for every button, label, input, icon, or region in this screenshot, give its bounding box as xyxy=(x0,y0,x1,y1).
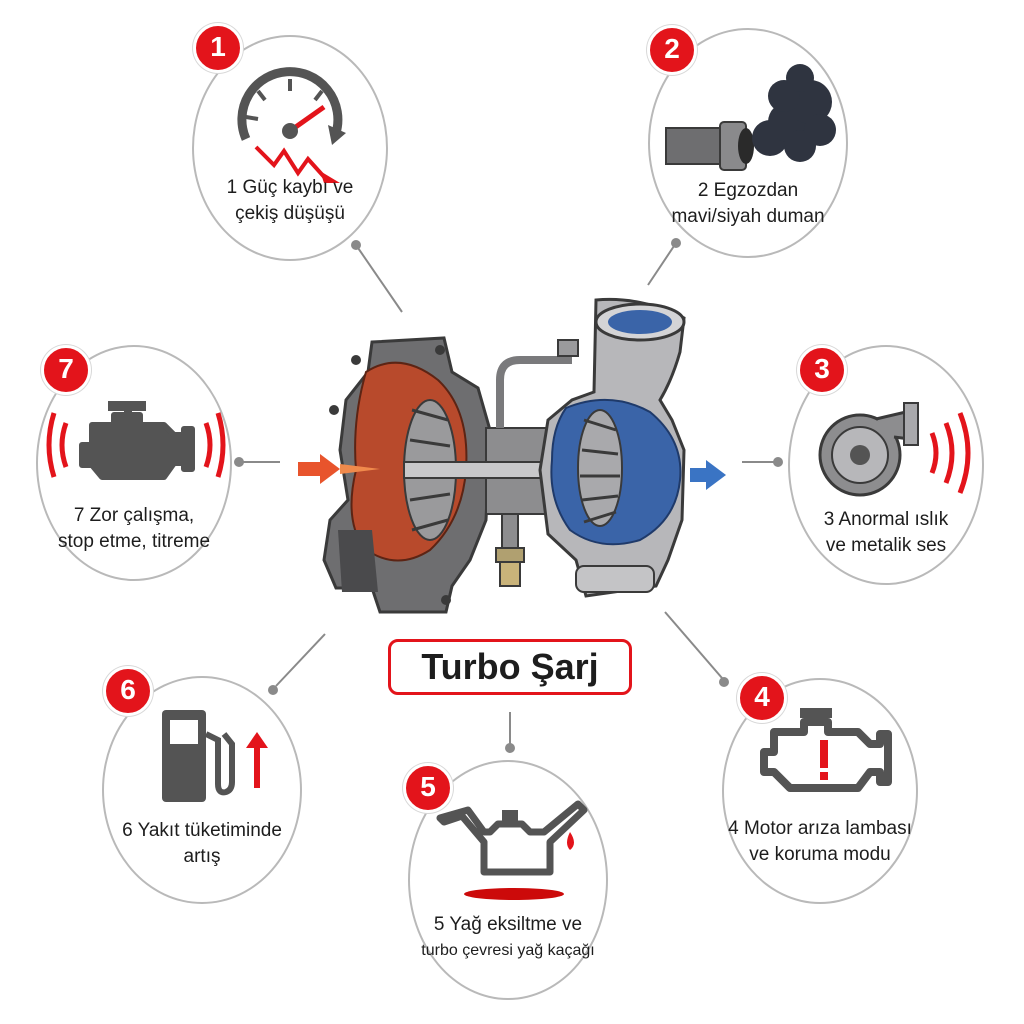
compressor-housing xyxy=(538,297,686,598)
exhaust-smoke-icon xyxy=(665,64,836,171)
badge-4: 4 xyxy=(737,673,787,723)
fuel-pump-up-icon xyxy=(162,710,268,802)
badge-2: 2 xyxy=(647,25,697,75)
symptom-label-7: 7 Zor çalışma,stop etme, titreme xyxy=(57,505,211,552)
gauge-drop-icon xyxy=(237,67,346,183)
turbo-noise-icon xyxy=(818,402,971,497)
badge-7: 7 xyxy=(41,345,91,395)
compressed-air-outlet-arrow xyxy=(690,460,726,490)
badge-5: 5 xyxy=(403,763,453,813)
badge-3: 3 xyxy=(797,345,847,395)
exhaust-inlet-arrow xyxy=(298,454,380,484)
engine-warning-icon xyxy=(760,708,892,792)
oil-can-leak-icon xyxy=(436,800,588,900)
badge-6: 6 xyxy=(103,666,153,716)
engine-vibration-icon xyxy=(46,401,226,480)
page-title: Turbo Şarj xyxy=(388,639,632,695)
badge-1: 1 xyxy=(193,23,243,73)
